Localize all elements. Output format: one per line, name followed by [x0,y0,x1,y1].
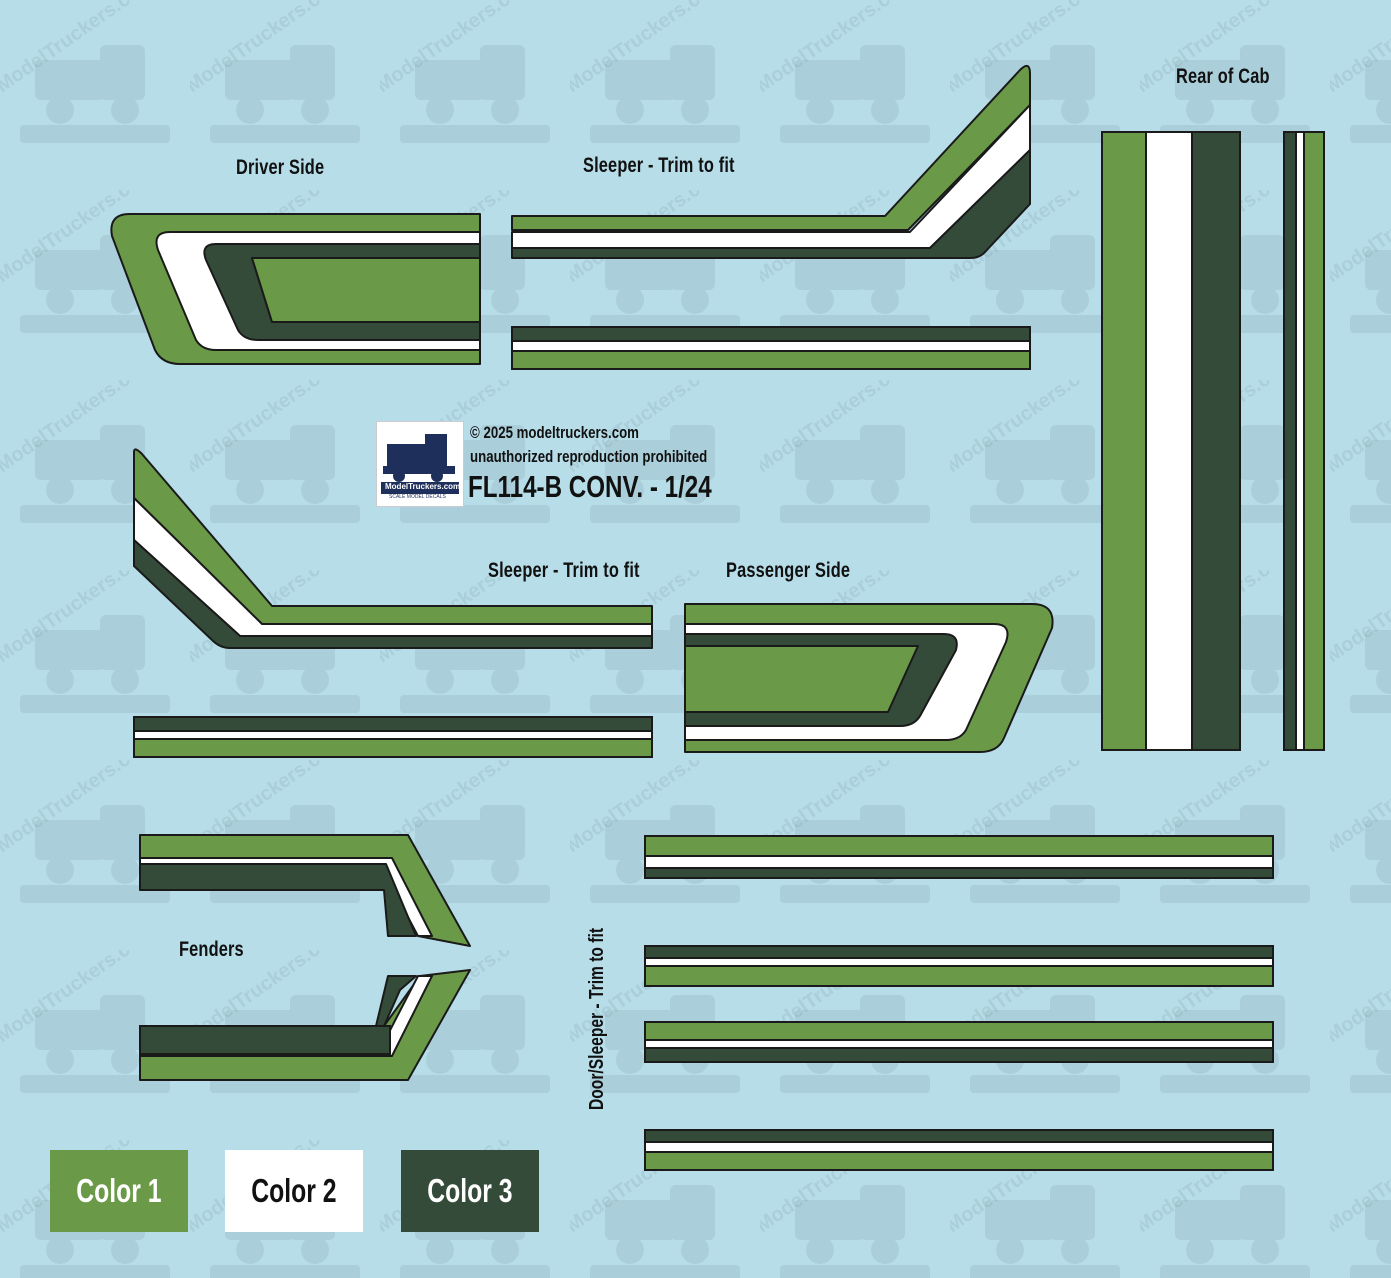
logo-subtext: SCALE MODEL DECALS [389,494,446,500]
door-stripe-4-green [644,1151,1274,1171]
label-passenger-side: Passenger Side [726,559,851,582]
truck-logo-icon [381,434,459,494]
swatch-color-3-label: Color 3 [427,1172,513,1209]
copyright-line1: © 2025 modeltruckers.com [470,423,639,442]
door-stripe-2-dark [644,945,1274,959]
sleeper-mid-lower-green [133,738,653,758]
fender-bottom-dark [139,1025,391,1055]
logo: ModelTruckers.com SCALE MODEL DECALS [376,421,464,507]
rear-cab-green [1101,131,1147,751]
driver-side-inner-cut [251,257,481,323]
door-stripe-4-dark [644,1129,1274,1143]
label-sleeper-top: Sleeper - Trim to fit [583,154,735,177]
rear-cab-thin-white [1295,131,1305,751]
copyright-line2: unauthorized reproduction prohibited [470,447,708,466]
door-stripe-2-white [644,957,1274,967]
logo-text: ModelTruckers.com [385,482,461,491]
passenger-side-inner-green [684,645,919,713]
sleeper-mid-dark [133,539,653,649]
sleeper-top-lower-dark [511,326,1031,342]
rear-cab-thin-dark [1283,131,1297,751]
label-door-sleeper: Door/Sleeper - Trim to fit [586,927,608,1110]
door-stripe-4-white [644,1141,1274,1153]
rear-cab-dark [1191,131,1241,751]
sleeper-top-lower-green [511,350,1031,370]
swatch-color-1: Color 1 [50,1150,188,1232]
sleeper-mid-lower-dark [133,716,653,732]
door-stripe-3-green [644,1021,1274,1041]
door-stripe-3-white [644,1039,1274,1049]
rear-cab-white [1145,131,1193,751]
door-stripe-1-green [644,835,1274,857]
door-stripe-3-dark [644,1047,1274,1063]
sleeper-top-dark [511,149,1031,259]
label-driver-side: Driver Side [236,156,325,179]
swatch-color-3: Color 3 [401,1150,539,1232]
sheet-title: FL114-B CONV. - 1/24 [468,469,712,504]
label-rear-of-cab: Rear of Cab [1176,65,1270,88]
door-stripe-2-green [644,965,1274,987]
door-stripe-1-white [644,855,1274,869]
swatch-color-1-label: Color 1 [76,1172,162,1209]
swatch-color-2-label: Color 2 [251,1172,337,1209]
copyright-block: ModelTruckers.com SCALE MODEL DECALS © 2… [376,421,716,507]
label-fenders: Fenders [179,938,244,961]
sleeper-top-lower-white [511,340,1031,352]
swatch-color-2: Color 2 [225,1150,363,1232]
door-stripe-1-dark [644,867,1274,879]
label-sleeper-mid: Sleeper - Trim to fit [488,559,640,582]
sleeper-mid-lower-white [133,730,653,740]
fender-top-dark [139,863,417,937]
rear-cab-thin-green [1303,131,1325,751]
